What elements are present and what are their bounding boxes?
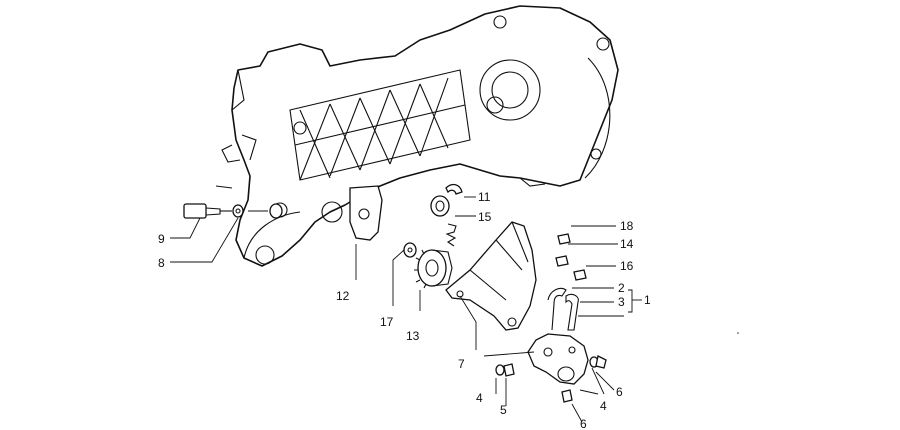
label-12: 12 xyxy=(336,289,350,303)
label-16: 16 xyxy=(620,259,634,273)
label-3: 3 xyxy=(618,295,625,309)
part-14-clip xyxy=(555,255,569,267)
label-6-lower: 6 xyxy=(580,417,587,430)
label-14: 14 xyxy=(620,237,634,251)
label-1: 1 xyxy=(644,293,651,307)
part-6-screw xyxy=(561,355,607,403)
label-4-right: 4 xyxy=(600,399,607,413)
part-3-hose xyxy=(565,293,579,331)
part-11-clip xyxy=(445,183,463,195)
label-15: 15 xyxy=(478,210,492,224)
label-11: 11 xyxy=(478,190,491,204)
part-18-clip xyxy=(557,233,571,245)
label-8: 8 xyxy=(158,256,165,270)
part-17-washer xyxy=(403,242,417,258)
label-6-upper: 6 xyxy=(616,385,623,399)
leader-lines xyxy=(170,196,642,423)
part-2-hose xyxy=(547,287,567,331)
label-2: 2 xyxy=(618,281,625,295)
part-number-labels: 9 8 11 15 12 17 13 7 18 14 16 2 3 1 4 5 … xyxy=(158,190,651,430)
label-4-left: 4 xyxy=(476,391,483,405)
label-18: 18 xyxy=(620,219,634,233)
part-12-bracket xyxy=(349,185,383,241)
label-9: 9 xyxy=(158,232,165,246)
part-5-screw xyxy=(503,363,515,377)
part-15-pinion xyxy=(430,195,457,247)
label-13: 13 xyxy=(406,329,420,343)
part-8-washer xyxy=(232,203,283,219)
label-7: 7 xyxy=(458,357,465,371)
crankcase-housing xyxy=(215,5,619,267)
part-16-clip xyxy=(573,269,587,281)
label-17: 17 xyxy=(380,315,394,329)
part-13-gear xyxy=(414,249,453,289)
label-5: 5 xyxy=(500,403,507,417)
part-9-plug xyxy=(183,203,232,219)
part-1-pump xyxy=(527,333,589,385)
stray-mark xyxy=(737,332,739,334)
part-7-cover xyxy=(445,221,537,331)
